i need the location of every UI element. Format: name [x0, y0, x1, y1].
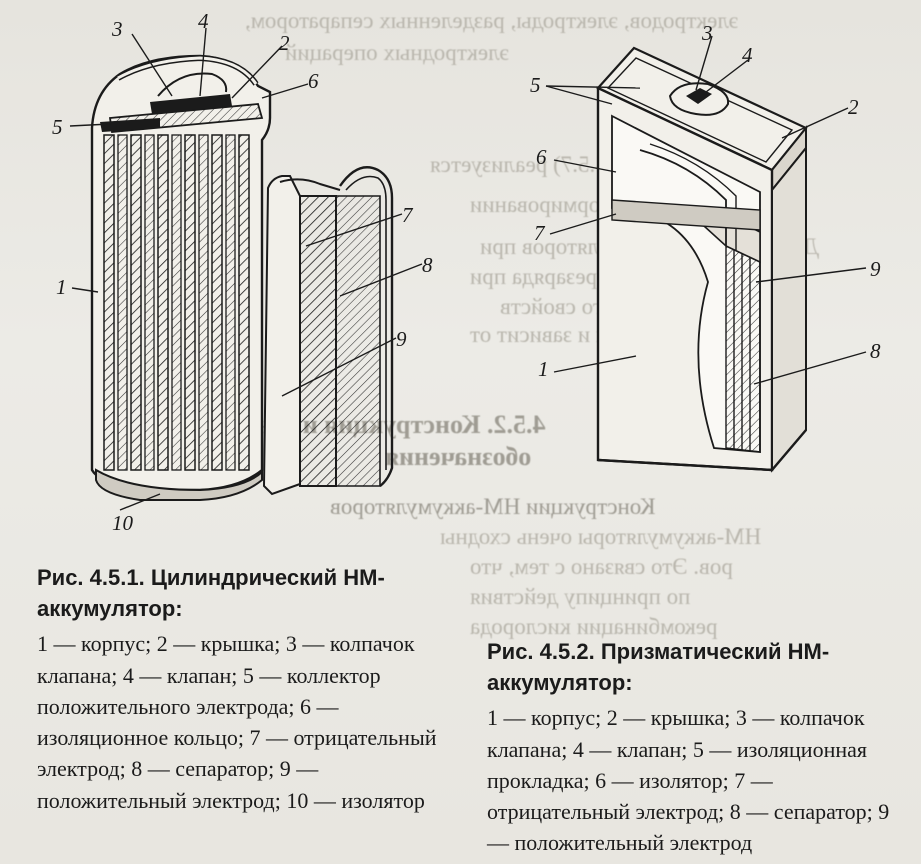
figure-caption-prismatic: Рис. 4.5.2. Призматический НМ-аккумулято… [487, 636, 892, 859]
part-label-8: 8 [870, 339, 881, 363]
part-label-1: 1 [538, 357, 549, 381]
part-label-1: 1 [56, 275, 67, 299]
figure-caption-cylindrical: Рис. 4.5.1. Цилиндрический НМ-аккумулято… [37, 562, 457, 816]
figure-title: Рис. 4.5.2. Призматический НМ-аккумулято… [487, 639, 830, 696]
electrode-stack [103, 134, 250, 471]
part-label-6: 6 [308, 69, 319, 93]
part-label-2: 2 [848, 95, 859, 119]
part-label-7: 7 [534, 221, 546, 245]
part-label-4: 4 [198, 9, 209, 33]
bleed-through-line: ров. Это связано с тем, что [470, 554, 733, 579]
part-label-6: 6 [536, 145, 547, 169]
part-label-5: 5 [52, 115, 63, 139]
bleed-through-line: по принципу действия [470, 584, 691, 609]
part-label-2: 2 [279, 31, 290, 55]
bleed-through-line: НМ-аккумуляторы очень сходны [440, 524, 762, 549]
part-label-3: 3 [111, 17, 123, 41]
part-label-8: 8 [422, 253, 433, 277]
figure-legend: 1 — корпус; 2 — крышка; 3 — колпачок кла… [37, 631, 437, 813]
part-label-7: 7 [402, 203, 414, 227]
part-label-4: 4 [742, 43, 753, 67]
prismatic-cell-drawing: 5 3 4 2 6 7 9 8 1 [530, 21, 881, 473]
figure-title: Рис. 4.5.1. Цилиндрический НМ-аккумулято… [37, 565, 385, 622]
cylindrical-cell-drawing: 3 4 2 6 5 1 7 8 9 10 [52, 9, 433, 535]
part-label-9: 9 [870, 257, 881, 281]
unrolled-electrode-sheet [262, 166, 394, 496]
part-label-3: 3 [701, 21, 713, 45]
part-label-10: 10 [112, 511, 134, 535]
part-label-9: 9 [396, 327, 407, 351]
figure-legend: 1 — корпус; 2 — крышка; 3 — колпачок кла… [487, 705, 890, 856]
part-label-5: 5 [530, 73, 541, 97]
